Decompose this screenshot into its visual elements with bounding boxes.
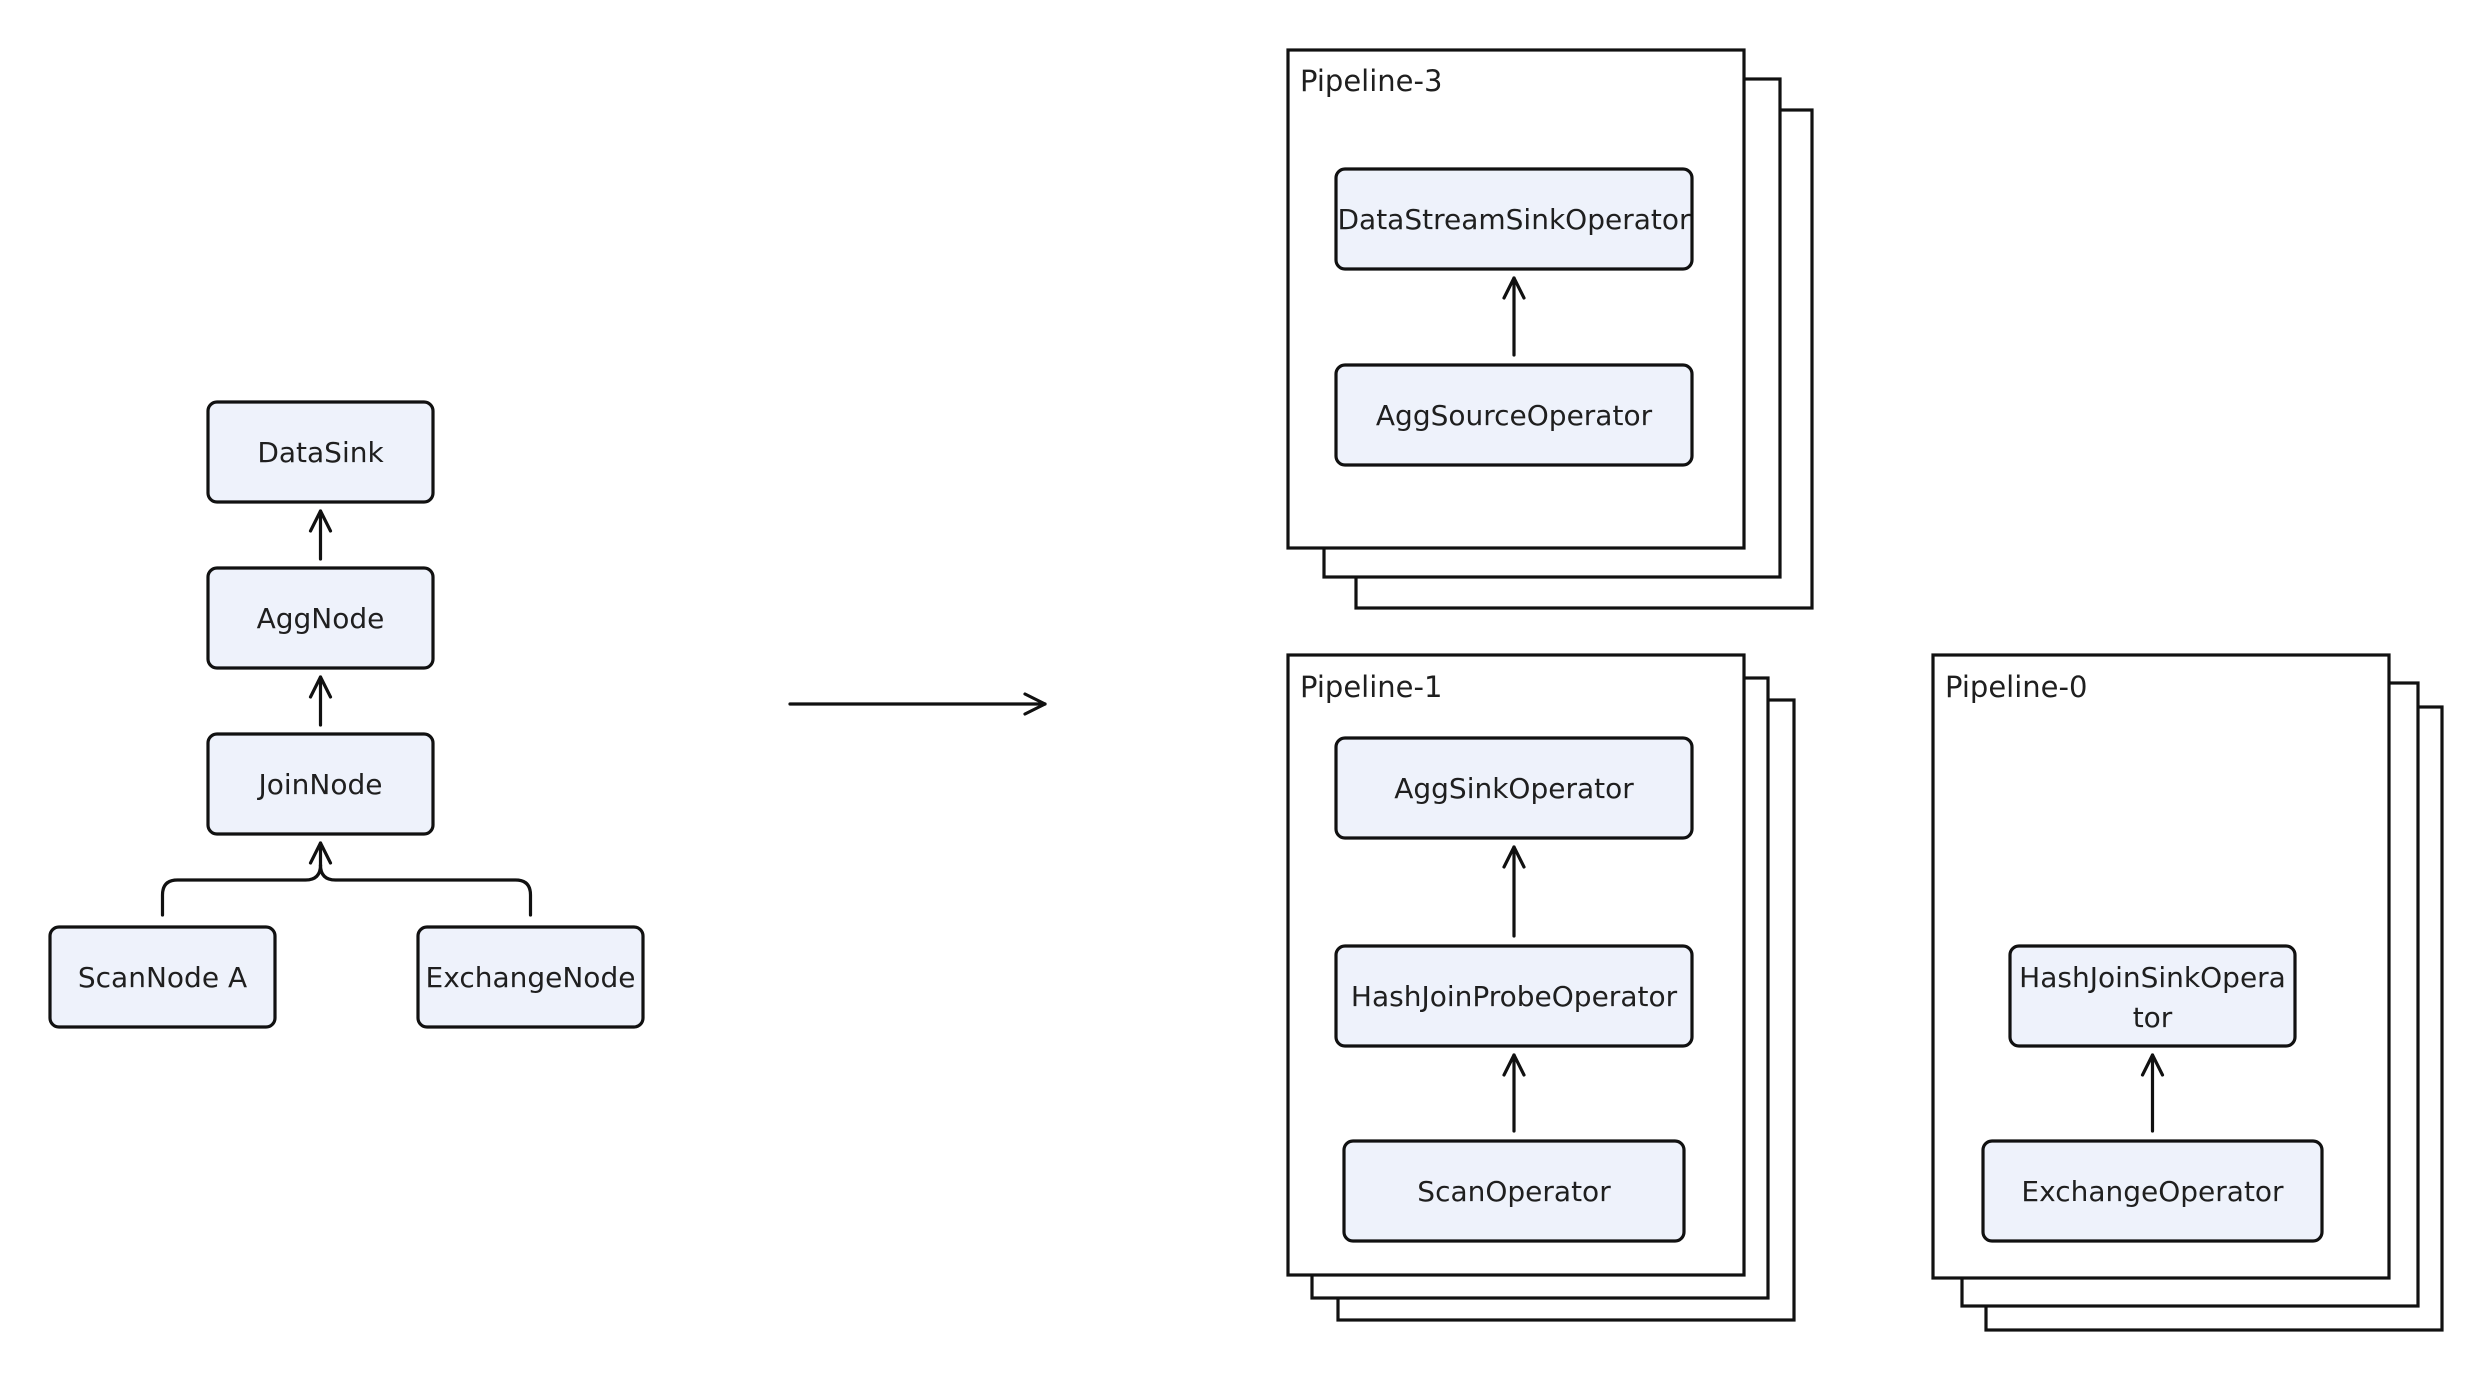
pipeline-0: Pipeline-0 HashJoinSinkOpera tor Exchang… — [1931, 653, 2444, 1332]
op-datastreamsink: DataStreamSinkOperator — [1334, 167, 1694, 271]
node-scannode-a: ScanNode A — [48, 925, 277, 1029]
op-exchange-label: ExchangeOperator — [2021, 1175, 2284, 1208]
node-joinnode-label: JoinNode — [257, 768, 383, 801]
node-joinnode: JoinNode — [206, 732, 435, 836]
op-hashjoinprobe-label: HashJoinProbeOperator — [1351, 980, 1678, 1013]
op-aggsource: AggSourceOperator — [1334, 363, 1694, 467]
pipeline-0-title: Pipeline-0 — [1945, 670, 2087, 704]
op-aggsource-label: AggSourceOperator — [1376, 399, 1653, 432]
node-datasink: DataSink — [206, 400, 435, 504]
node-exchangenode-label: ExchangeNode — [426, 961, 636, 994]
pipeline-1-title: Pipeline-1 — [1300, 670, 1442, 704]
connector-scannode-to-join — [160, 863, 323, 917]
op-aggsink-label: AggSinkOperator — [1394, 772, 1634, 805]
pipeline-1: Pipeline-1 AggSinkOperator HashJoinProbe… — [1286, 653, 1796, 1322]
op-exchange: ExchangeOperator — [1981, 1139, 2324, 1243]
pipeline-3-frame — [1286, 48, 1746, 550]
op-hashjoinsink-label-line1: HashJoinSinkOpera — [2019, 961, 2286, 994]
op-hashjoinsink-label-line2: tor — [2133, 1001, 2173, 1034]
plan-tree: DataSink AggNode JoinNode ScanNode A Exc… — [48, 400, 645, 1029]
node-exchangenode: ExchangeNode — [416, 925, 645, 1029]
op-aggsink: AggSinkOperator — [1334, 736, 1694, 840]
pipeline-3-title: Pipeline-3 — [1300, 64, 1442, 98]
op-scan-label: ScanOperator — [1417, 1175, 1611, 1208]
pipeline-3: Pipeline-3 DataStreamSinkOperator AggSou… — [1286, 48, 1814, 610]
op-scan: ScanOperator — [1342, 1139, 1686, 1243]
op-hashjoinsink: HashJoinSinkOpera tor — [2008, 944, 2297, 1048]
connector-exchangenode-to-join — [318, 863, 533, 917]
op-datastreamsink-label: DataStreamSinkOperator — [1337, 203, 1690, 236]
node-aggnode-label: AggNode — [257, 602, 385, 635]
node-aggnode: AggNode — [206, 566, 435, 670]
node-scannode-a-label: ScanNode A — [78, 961, 247, 994]
node-datasink-label: DataSink — [257, 436, 384, 469]
op-hashjoinprobe: HashJoinProbeOperator — [1334, 944, 1694, 1048]
